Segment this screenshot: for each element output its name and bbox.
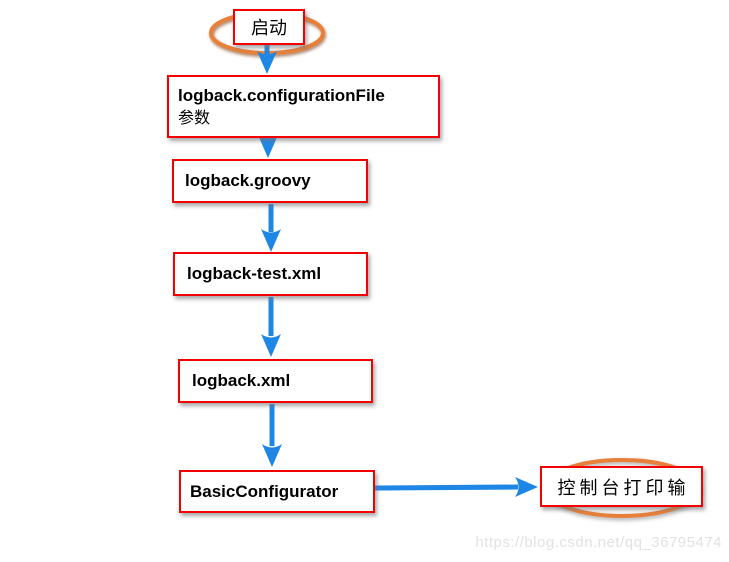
node-logback-test-xml: logback-test.xml [173,252,368,296]
arrow-groovy-to-testxml-icon [261,204,281,252]
node-logback-groovy-label: logback.groovy [185,171,311,190]
node-configuration-file: logback.configurationFile 参数 [167,75,440,138]
node-console-output-label: 控制台打印输 [557,477,690,498]
node-configuration-file-sublabel: 参数 [178,110,211,127]
node-configuration-file-label: logback.configurationFile [178,86,385,105]
arrow-xml-to-basic-icon [262,404,282,467]
node-basic-configurator: BasicConfigurator [179,470,375,513]
node-logback-test-xml-label: logback-test.xml [187,264,322,283]
arrow-testxml-to-xml-icon [261,297,281,357]
node-basic-configurator-label: BasicConfigurator [190,481,339,501]
node-logback-xml: logback.xml [178,359,373,403]
arrow-basic-to-console-icon [373,477,538,497]
arrow-start-to-configfile-icon [257,42,277,74]
node-start: 启动 [233,9,305,45]
node-console-output: 控制台打印输 [540,466,703,507]
node-logback-xml-label: logback.xml [192,371,291,390]
node-logback-groovy: logback.groovy [172,159,368,203]
node-start-label: 启动 [251,18,287,38]
watermark: https://blog.csdn.net/qq_36795474 [475,534,722,551]
